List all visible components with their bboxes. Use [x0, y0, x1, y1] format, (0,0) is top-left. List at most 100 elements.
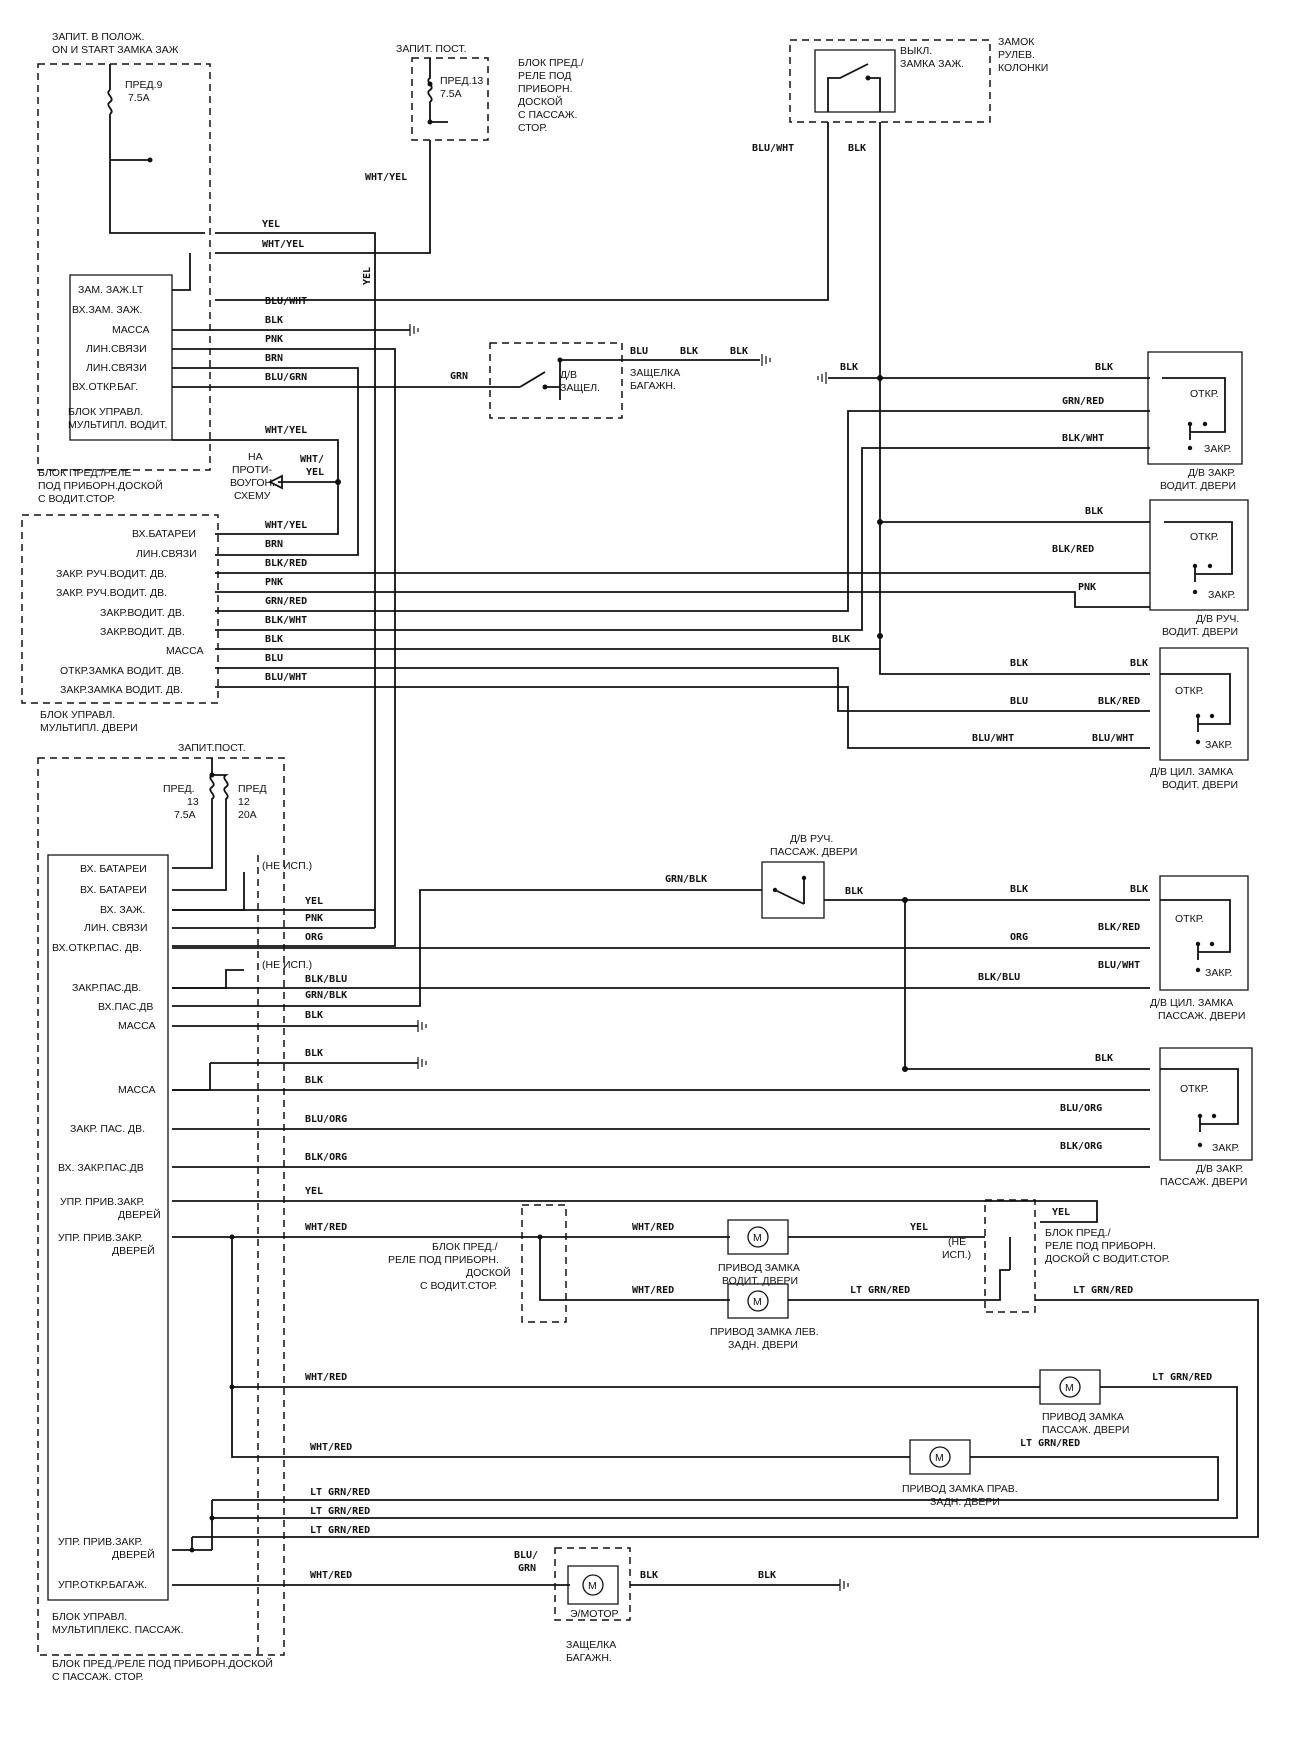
wire-pnk-4: PNK: [305, 913, 323, 924]
trunk-latch-label: ЗАЩЕЛКА БАГАЖН.: [630, 367, 683, 392]
switch-pass-lock-label: Д/В ЗАКР. ПАССАЖ. ДВЕРИ: [1160, 1163, 1247, 1188]
dm-pin-6: ВХ.ОТКР.БАГ.: [72, 381, 138, 393]
wire-yel-2: YEL: [306, 467, 324, 478]
wire-blu-wht-ign: BLU/WHT: [752, 143, 794, 154]
fuse-13-label: ПРЕД. 13 7.5A: [163, 783, 202, 821]
wire-blk-15: BLK: [1095, 1053, 1113, 1064]
upr-trunk-label: УПР.ОТКР.БАГАЖ.: [58, 1579, 147, 1591]
wire-blk-9: BLK: [305, 1010, 323, 1021]
wire-lt-grn-red-4: LT GRN/RED: [1020, 1438, 1080, 1449]
wire-blk-red-1: BLK/RED: [265, 558, 307, 569]
wire-blu-org-1: BLU/ORG: [305, 1114, 347, 1125]
fuse-13-top-label: ПРЕД.13: [440, 75, 483, 87]
wire-brn-1: BRN: [265, 353, 283, 364]
upr-priv-2: УПР. ПРИВ.ЗАКР. ДВЕРЕЙ: [58, 1232, 155, 1257]
wire-wht-sl: WHT/: [300, 454, 324, 465]
dmod-pin-7: МАССА: [166, 645, 203, 657]
wire-blk-11: BLK: [305, 1075, 323, 1086]
wire-blu-wht-3: BLU/WHT: [972, 733, 1014, 744]
wire-grn-trunk: GRN: [450, 371, 468, 382]
wire-yel-vertical: YEL: [362, 267, 373, 285]
dmod-pin-2: ЛИН.СВЯЗИ: [136, 548, 197, 560]
wire-grn-blk-2: GRN/BLK: [665, 874, 707, 885]
wire-blk-red-4: BLK/RED: [1098, 922, 1140, 933]
fuse-9-icon: [107, 89, 113, 115]
trunk-switch-label: Д/В ЗАЩЕЛ.: [560, 369, 600, 394]
not-used-1: (НЕ ИСП.): [262, 860, 312, 872]
upr-priv-3: УПР. ПРИВ.ЗАКР. ДВЕРЕЙ: [58, 1536, 155, 1561]
wire-yel-6: YEL: [1052, 1207, 1070, 1218]
wire-wht-red-5: WHT/RED: [310, 1442, 352, 1453]
wire-grn-red-2: GRN/RED: [1062, 396, 1104, 407]
actuator-driver-motor-letter: M: [753, 1232, 762, 1244]
close-label-3: ЗАКР.: [1205, 739, 1232, 751]
wire-pnk-1: PNK: [265, 334, 283, 345]
trunk-latch-2-label: ЗАЩЕЛКА БАГАЖН.: [566, 1639, 619, 1664]
pm-pin-11: ВХ. ЗАКР.ПАС.ДВ: [58, 1162, 144, 1174]
wire-yel-5: YEL: [910, 1222, 928, 1233]
close-label-4: ЗАКР.: [1205, 967, 1232, 979]
switch-pass-handle-label: Д/В РУЧ. ПАССАЖ. ДВЕРИ: [770, 833, 857, 858]
driver-block-relay-2: [984, 1199, 1036, 1313]
trunk-motor: [567, 1565, 619, 1605]
wire-blk-5: BLK: [1095, 362, 1113, 373]
dmod-pin-4: ЗАКР. РУЧ.ВОДИТ. ДВ.: [56, 587, 167, 599]
dm-pin-2: ВХ.ЗАМ. ЗАЖ.: [72, 304, 142, 316]
pm-pin-1: ВХ. БАТАРЕИ: [80, 863, 147, 875]
supply-const-2: ЗАПИТ.ПОСТ.: [178, 742, 246, 754]
wire-blk-2: BLK: [265, 634, 283, 645]
pm-pin-6: ЗАКР.ПАС.ДВ.: [72, 982, 141, 994]
wire-blk-red-3: BLK/RED: [1098, 696, 1140, 707]
wire-wht-red-6: WHT/RED: [310, 1570, 352, 1581]
wire-blk-1: BLK: [265, 315, 283, 326]
wire-blu-1: BLU: [265, 653, 283, 664]
wire-blk-10: BLK: [305, 1048, 323, 1059]
wire-blk-14: BLK: [1130, 884, 1148, 895]
wire-blu-wht-2: BLU/WHT: [265, 672, 307, 683]
wire-blu-trunk: BLU: [630, 346, 648, 357]
wire-blk-trunk-2: BLK: [730, 346, 748, 357]
trunk-motor-label: Э/МОТОР: [570, 1608, 619, 1620]
pm-pin-7: ВХ.ПАС.ДВ: [98, 1001, 153, 1013]
steering-lock-outline: [789, 39, 991, 123]
wire-blk-12: BLK: [845, 886, 863, 897]
wire-lt-grn-red-2: LT GRN/RED: [1073, 1285, 1133, 1296]
open-label-3: ОТКР.: [1175, 685, 1204, 697]
dm-pin-3: МАССА: [112, 324, 149, 336]
ignition-switch-label: ВЫКЛ. ЗАМКА ЗАЖ.: [900, 45, 964, 70]
wire-blk-13: BLK: [1010, 884, 1028, 895]
wire-lt-grn-red-5: LT GRN/RED: [310, 1487, 370, 1498]
supply-const-label: ЗАПИТ. ПОСТ.: [396, 43, 467, 55]
pm-pin-4: ЛИН. СВЯЗИ: [84, 922, 148, 934]
actuator-right-rear: [909, 1439, 971, 1475]
switch-pass-handle: [761, 861, 825, 919]
dm-pin-1: ЗАМ. ЗАЖ.LT: [78, 284, 144, 296]
pass-module-label: БЛОК УПРАВЛ. МУЛЬТИПЛЕКС. ПАССАЖ.: [52, 1611, 184, 1636]
wire-org-1: ORG: [305, 932, 323, 943]
door-module-label: БЛОК УПРАВЛ. МУЛЬТИПЛ. ДВЕРИ: [40, 709, 138, 734]
close-label-1: ЗАКР.: [1204, 443, 1231, 455]
wire-wht-yel-top: WHT/YEL: [365, 172, 407, 183]
fuse-13-icon: [172, 758, 215, 869]
wire-blk-7: BLK: [1010, 658, 1028, 669]
switch-pass-cylinder-label: Д/В ЦИЛ. ЗАМКА ПАССАЖ. ДВЕРИ: [1150, 997, 1245, 1022]
block-driver-label: БЛОК ПРЕД./РЕЛЕ ПОД ПРИБОРН.ДОСКОЙ С ВОД…: [38, 467, 166, 505]
switch-driver-lock: [1147, 351, 1243, 465]
wire-wht-yel-1: WHT/YEL: [262, 239, 304, 250]
dm-pin-5: ЛИН.СВЯЗИ: [86, 362, 147, 374]
switch-driver-cylinder-label: Д/В ЦИЛ. ЗАМКА ВОДИТ. ДВЕРИ: [1150, 766, 1238, 791]
fuse-9-label: ПРЕД.9: [125, 79, 163, 91]
wire-wht-yel-3: WHT/YEL: [265, 520, 307, 531]
fuse-9-rating: 7.5A: [128, 92, 150, 104]
actuator-passenger-label: ПРИВОД ЗАМКА ПАССАЖ. ДВЕРИ: [1042, 1411, 1129, 1436]
switch-driver-handle: [1149, 499, 1249, 611]
wire-blu-wht-1: BLU/WHT: [265, 296, 307, 307]
wire-blu-org-2: BLU/ORG: [1060, 1103, 1102, 1114]
wire-lt-grn-red-7: LT GRN/RED: [310, 1525, 370, 1536]
block-driver-outline: [37, 63, 211, 471]
wire-wht-red-4: WHT/RED: [305, 1372, 347, 1383]
block-driver-3-label: БЛОК ПРЕД./ РЕЛЕ ПОД ПРИБОРН. ДОСКОЙ С В…: [1045, 1227, 1170, 1265]
fuse-12-label: ПРЕД 12 20A: [238, 783, 270, 821]
wire-blk-red-2: BLK/RED: [1052, 544, 1094, 555]
